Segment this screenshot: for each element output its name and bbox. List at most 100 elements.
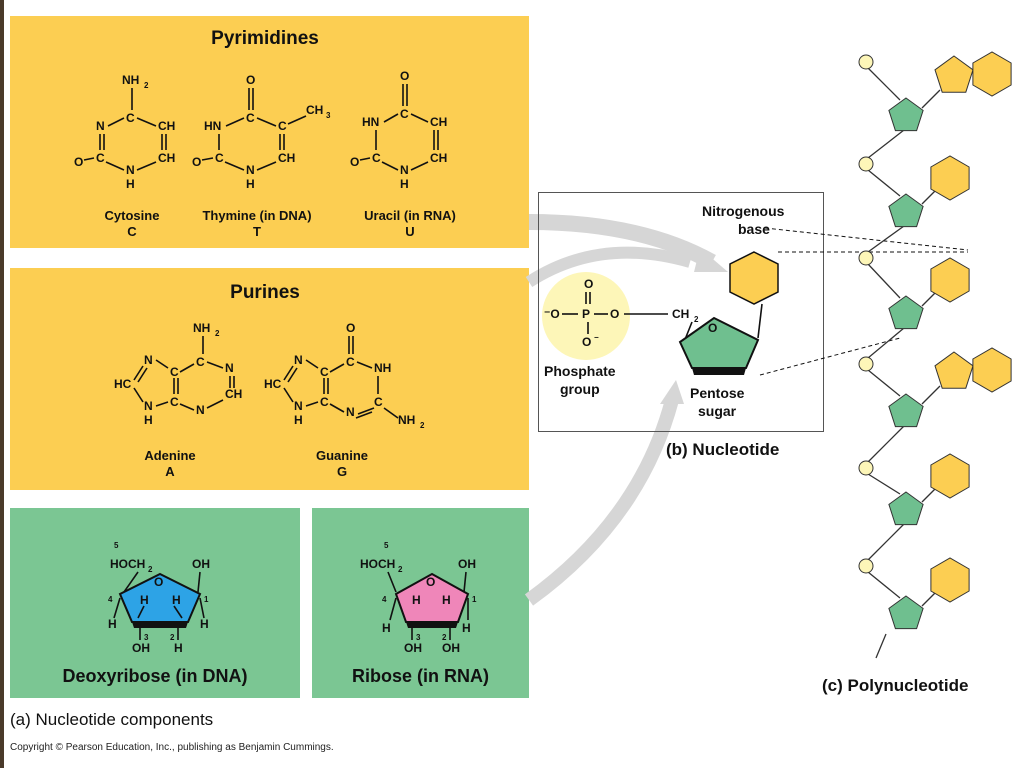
svg-text:NH: NH [193,321,210,335]
glycosidic-bond [921,89,941,109]
sugar-pentagon [888,595,924,630]
pyrimidine-hexagon [930,155,970,201]
pyrimidines-title: Pyrimidines [211,28,319,49]
svg-text:4: 4 [108,595,113,604]
nucleotide-box [538,192,824,432]
copyright-text: Copyright © Pearson Education, Inc., pub… [10,742,334,753]
glycosidic-bond [921,385,941,405]
svg-text:HOCH: HOCH [110,557,145,571]
svg-text:C: C [170,395,179,409]
thymine-label: Thymine (in DNA)T [202,208,312,239]
polynucleotide-caption: (c) Polynucleotide [822,676,969,695]
phosphate-circle [542,272,630,360]
purines-panel [10,268,529,490]
svg-text:O: O [400,69,409,83]
svg-text:O: O [584,277,593,291]
svg-text:H: H [140,593,149,607]
backbone-bond [867,473,901,495]
svg-text:2: 2 [694,315,699,324]
svg-text:NH: NH [398,413,415,427]
purine-hexagon [972,347,1012,393]
svg-text:OH: OH [442,641,460,655]
svg-text:3: 3 [326,111,331,120]
svg-text:CH: CH [430,115,447,129]
backbone-bond [867,571,901,599]
svg-text:CH: CH [672,307,689,321]
svg-text:O: O [582,335,591,349]
deoxyribose-label: Deoxyribose (in DNA) [62,666,248,686]
svg-text:3: 3 [416,633,421,642]
svg-text:C: C [96,151,105,165]
svg-text:2: 2 [144,81,149,90]
sugar-pentagon [888,97,924,132]
svg-text:N: N [144,399,153,413]
svg-text:H: H [174,641,183,655]
svg-text:⁻O: ⁻O [544,307,560,321]
svg-text:HN: HN [204,119,221,133]
svg-text:C: C [374,395,383,409]
svg-text:3: 3 [144,633,149,642]
svg-text:CH: CH [430,151,447,165]
svg-text:H: H [294,413,303,427]
pentose-label-1-text: Pentose [690,385,745,401]
nucleotide-caption: (b) Nucleotide [666,440,780,459]
svg-text:H: H [246,177,255,191]
uracil-label: Uracil (in RNA)U [364,208,456,239]
svg-text:H: H [108,617,117,631]
svg-text:2: 2 [170,633,175,642]
svg-text:5: 5 [114,541,119,550]
svg-text:C: C [126,111,135,125]
svg-text:H: H [442,593,451,607]
svg-text:O: O [74,155,83,169]
phosphate-circle [858,156,874,172]
svg-text:C: C [346,355,355,369]
sugar-pentagon [888,393,924,428]
svg-text:C: C [278,119,287,133]
svg-text:C: C [400,107,409,121]
svg-text:OH: OH [404,641,422,655]
svg-text:O: O [350,155,359,169]
phosphate-circle [858,250,874,266]
svg-text:2: 2 [215,329,220,338]
components-caption: (a) Nucleotide components [10,710,214,729]
backbone-bond [867,129,905,159]
nitrogenous-base-label-1: Nitrogenous [702,203,785,219]
backbone-bond [867,369,901,397]
sugar-pentagon [888,295,924,330]
svg-text:C: C [246,111,255,125]
svg-text:HOCH: HOCH [360,557,395,571]
svg-text:1: 1 [472,595,477,604]
svg-text:CH: CH [158,151,175,165]
svg-text:H: H [200,617,209,631]
svg-text:C: C [320,365,329,379]
backbone-bond [867,67,901,101]
svg-text:2: 2 [148,565,153,574]
backbone-bond [867,327,905,359]
svg-text:CH: CH [306,103,323,117]
svg-text:O: O [192,155,201,169]
svg-text:4: 4 [382,595,387,604]
nitrogenous-base-label-2: base [738,221,770,237]
svg-text:O: O [708,321,717,335]
svg-text:H: H [462,621,471,635]
backbone-bond [867,523,905,561]
svg-text:H: H [382,621,391,635]
purines-title: Purines [230,282,300,303]
svg-text:2: 2 [420,421,425,430]
svg-text:2: 2 [442,633,447,642]
sugar-pentagon [888,193,924,228]
svg-text:C: C [215,151,224,165]
backbone-bond [867,225,905,253]
svg-text:N: N [144,353,153,367]
svg-text:O: O [154,575,163,589]
phosphate-label-1: Phosphate [544,363,616,379]
svg-text:N: N [346,405,355,419]
svg-text:CH: CH [278,151,295,165]
